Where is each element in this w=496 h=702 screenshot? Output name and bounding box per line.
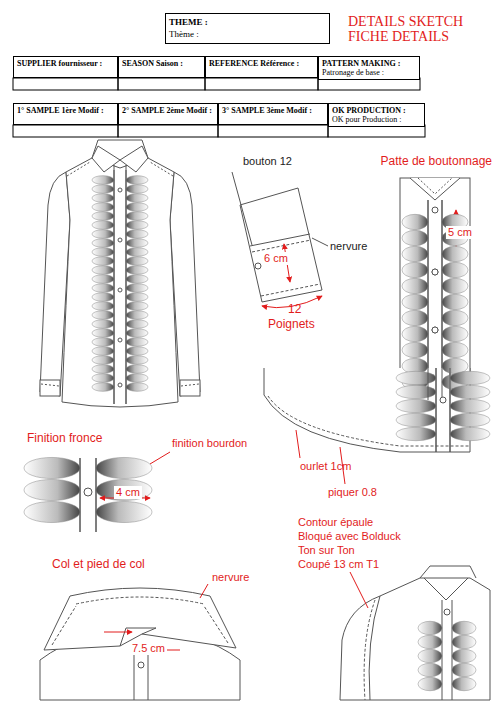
callout-label: 5 cm bbox=[446, 226, 474, 239]
placket-detail bbox=[400, 178, 470, 400]
callout-label: Patte de boutonnage bbox=[381, 155, 492, 168]
cell-text: OK PRODUCTION : bbox=[332, 106, 421, 115]
shirt-front bbox=[40, 140, 200, 407]
header-cell: SEASON Saison : bbox=[118, 56, 205, 78]
ruffle-finish-detail bbox=[20, 452, 170, 532]
cuff-dimensions bbox=[232, 172, 328, 308]
callout-label: Coupé 13 cm T1 bbox=[298, 558, 379, 571]
cuff-detail bbox=[240, 188, 322, 302]
callout-label: 6 cm bbox=[262, 252, 290, 265]
cell-text: PATTERN MAKING : bbox=[322, 59, 416, 68]
cell-text: 1° SAMPLE 1ère Modif : bbox=[17, 106, 114, 115]
callout-label: nervure bbox=[212, 571, 249, 584]
callout-label: Bloqué avec Bolduck bbox=[298, 530, 401, 543]
cell-text: REFERENCE Référence : bbox=[209, 59, 314, 68]
cell-text: Thème : bbox=[169, 28, 326, 40]
cell-text: SEASON Saison : bbox=[122, 59, 201, 68]
cell-text: OK pour Production : bbox=[332, 115, 421, 124]
cell-text: THEME : bbox=[169, 16, 326, 28]
header-cell: 2° SAMPLE 2ème Modif : bbox=[118, 103, 218, 125]
header-cell: REFERENCE Référence : bbox=[205, 56, 318, 78]
cell-text: Patronage de base : bbox=[322, 68, 416, 77]
callout-label: bouton 12 bbox=[243, 155, 292, 168]
header-cell: 3° SAMPLE 3ème Modif : bbox=[218, 103, 328, 125]
callout-label: nervure bbox=[330, 240, 367, 253]
sheet-title: DETAILS SKETCH FICHE DETAILS bbox=[348, 14, 480, 44]
callout-label: Poignets bbox=[268, 318, 315, 331]
callout-label: Contour épaule bbox=[298, 516, 373, 529]
header-cell: SUPPLIER fournisseur : bbox=[13, 56, 118, 78]
cell-text: 3° SAMPLE 3ème Modif : bbox=[222, 106, 324, 115]
callout-label: Finition fronce bbox=[27, 432, 102, 445]
header-cell: OK PRODUCTION :OK pour Production : bbox=[328, 103, 425, 127]
callout-label: 12 bbox=[288, 303, 301, 316]
cell-text: SUPPLIER fournisseur : bbox=[17, 59, 114, 68]
hem-detail bbox=[264, 368, 470, 484]
callout-label: 7.5 cm bbox=[130, 642, 167, 655]
cell-text: 2° SAMPLE 2ème Modif : bbox=[122, 106, 214, 115]
header-grid bbox=[13, 78, 425, 137]
shoulder-detail bbox=[340, 566, 490, 700]
callout-label: finition bourdon bbox=[172, 437, 247, 450]
ruffle-folds bbox=[24, 170, 490, 691]
callout-label: Ton sur Ton bbox=[298, 544, 355, 557]
callout-label: piquer 0.8 bbox=[328, 486, 377, 499]
theme-box: THEME :Thème : bbox=[165, 13, 330, 44]
header-cell: PATTERN MAKING :Patronage de base : bbox=[318, 56, 420, 80]
collar-detail bbox=[40, 584, 240, 700]
header-cell: 1° SAMPLE 1ère Modif : bbox=[13, 103, 118, 125]
callout-label: Col et pied de col bbox=[52, 558, 145, 571]
callout-label: ourlet 1cm bbox=[300, 460, 351, 473]
callout-label: 4 cm bbox=[114, 486, 142, 499]
buttons bbox=[84, 188, 446, 496]
